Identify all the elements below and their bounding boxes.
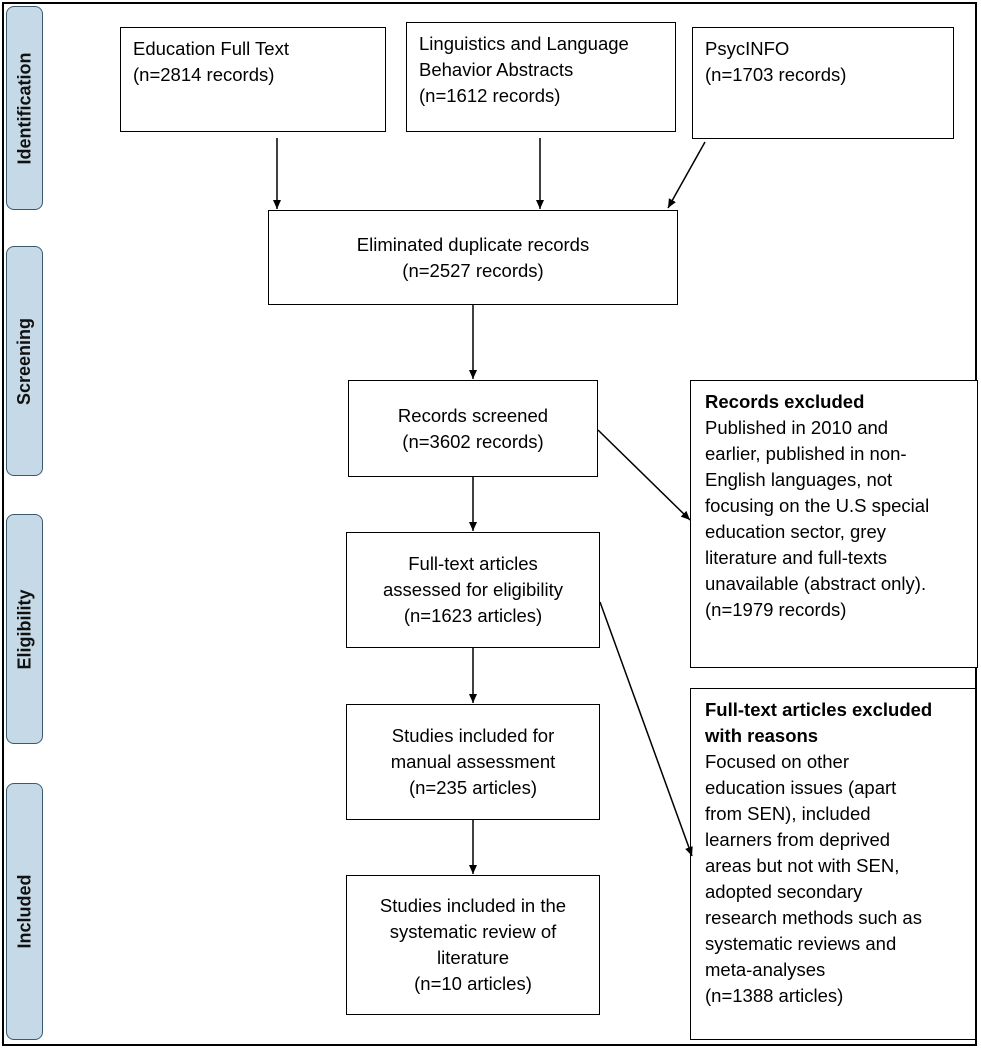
manual-label-1: Studies included for	[391, 725, 555, 746]
records-excluded-line: Published in 2010 and	[705, 417, 889, 438]
screened-label: Records screened	[397, 404, 549, 426]
phase-eligibility: Eligibility	[6, 514, 43, 744]
records-excluded-line: English languages, not	[705, 469, 893, 490]
final-label-2: systematic review of	[389, 921, 557, 942]
manual-label-2: manual assessment	[390, 751, 556, 772]
final-label-3: literature	[437, 947, 509, 968]
fulltext-excluded-line: education issues (apart	[705, 777, 897, 798]
fulltext-excluded-line: meta-analyses	[705, 959, 826, 980]
source-education-count: (n=2814 records)	[133, 64, 275, 85]
source-linguistics-count: (n=1612 records)	[419, 85, 561, 106]
duplicates-count: (n=2527 records)	[402, 259, 544, 281]
fulltext-excluded-line: adopted secondary	[705, 881, 863, 902]
screened-count: (n=3602 records)	[402, 430, 544, 452]
duplicates-label: Eliminated duplicate records	[356, 233, 590, 255]
records-excluded-line: education sector, grey	[705, 521, 886, 542]
box-eliminated-duplicates: Eliminated duplicate records (n=2527 rec…	[268, 210, 678, 305]
fulltext-label-1: Full-text articles	[408, 553, 538, 574]
fulltext-excluded-line: from SEN), included	[705, 803, 871, 824]
phase-identification: Identification	[6, 6, 43, 210]
fulltext-excluded-line: research methods such as	[705, 907, 922, 928]
source-linguistics-name-1: Linguistics and Language	[419, 33, 629, 54]
source-linguistics-name-2: Behavior Abstracts	[419, 59, 574, 80]
box-manual-assessment: Studies included for manual assessment (…	[346, 704, 600, 820]
fulltext-excluded-line: learners from deprived	[705, 829, 891, 850]
box-records-screened: Records screened (n=3602 records)	[348, 380, 598, 477]
box-records-excluded: Records excluded Published in 2010 and e…	[690, 380, 978, 668]
source-linguistics: Linguistics and Language Behavior Abstra…	[406, 22, 676, 132]
manual-count: (n=235 articles)	[408, 777, 538, 798]
source-psycinfo-count: (n=1703 records)	[705, 64, 847, 85]
phase-eligibility-label: Eligibility	[14, 588, 35, 670]
final-count: (n=10 articles)	[414, 973, 532, 994]
records-excluded-count: (n=1979 records)	[705, 599, 847, 620]
source-education-name: Education Full Text	[133, 38, 289, 59]
box-systematic-review: Studies included in the systematic revie…	[346, 875, 600, 1015]
final-label-1: Studies included in the	[379, 895, 567, 916]
fulltext-count: (n=1623 articles)	[403, 605, 543, 626]
fulltext-excluded-line: Focused on other	[705, 751, 849, 772]
fulltext-excluded-count: (n=1388 articles)	[705, 985, 844, 1006]
fulltext-label-2: assessed for eligibility	[383, 579, 563, 600]
box-fulltext-excluded: Full-text articles excluded with reasons…	[690, 688, 976, 1040]
phase-screening: Screening	[6, 246, 43, 476]
source-psycinfo: PsycINFO (n=1703 records)	[692, 27, 954, 139]
source-education-full-text: Education Full Text (n=2814 records)	[120, 27, 386, 132]
phase-included: Included	[6, 783, 43, 1040]
records-excluded-line: earlier, published in non-	[705, 443, 907, 464]
records-excluded-line: unavailable (abstract only).	[705, 573, 927, 594]
box-fulltext-assessed: Full-text articles assessed for eligibil…	[346, 532, 600, 648]
fulltext-excluded-line: areas but not with SEN,	[705, 855, 900, 876]
phase-screening-label: Screening	[14, 317, 34, 405]
phase-included-label: Included	[14, 874, 35, 949]
source-psycinfo-name: PsycINFO	[705, 38, 790, 59]
fulltext-excluded-heading-1: Full-text articles excluded	[705, 699, 933, 720]
records-excluded-line: focusing on the U.S special	[705, 495, 930, 516]
fulltext-excluded-line: systematic reviews and	[705, 933, 897, 954]
fulltext-excluded-heading-2: with reasons	[705, 725, 819, 746]
phase-identification-label: Identification	[14, 52, 34, 164]
records-excluded-heading: Records excluded	[705, 391, 865, 412]
records-excluded-line: literature and full-texts	[705, 547, 888, 568]
